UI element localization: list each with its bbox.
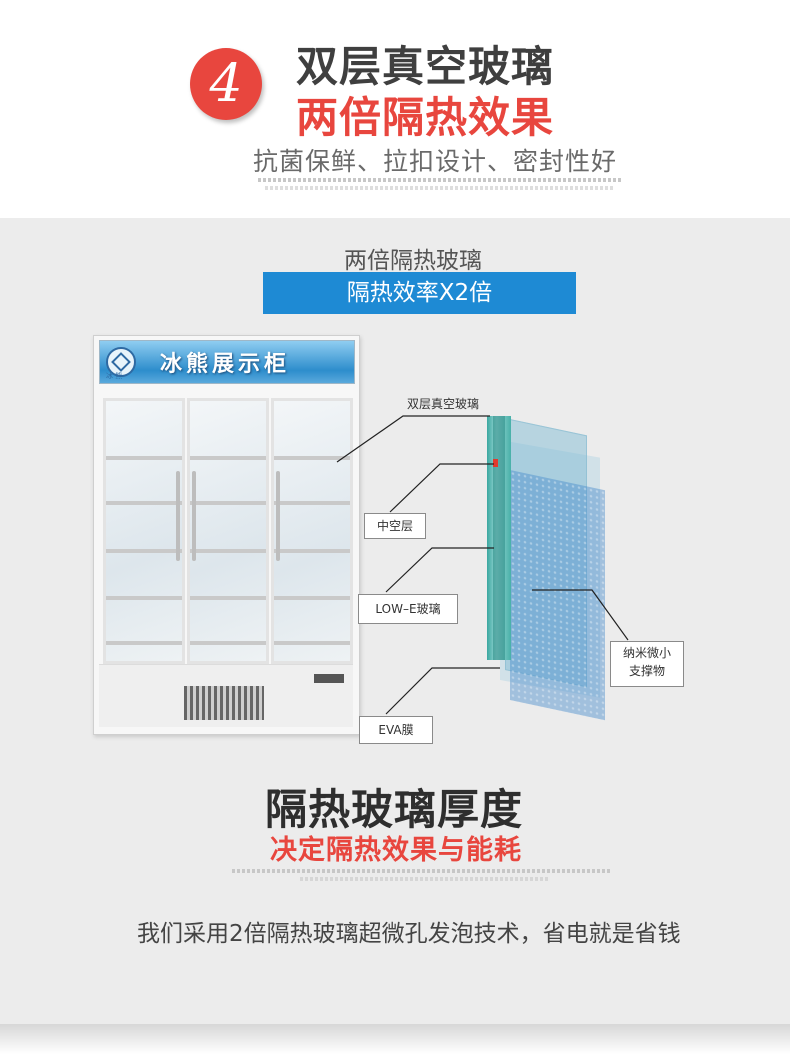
nano-support-layer: [510, 470, 605, 721]
fridge-door-middle: [187, 398, 269, 664]
callout-eva-film: EVA膜: [359, 716, 433, 744]
callout-double-vacuum-glass: 双层真空玻璃: [407, 397, 480, 411]
fridge-door-left: [103, 398, 185, 664]
technology-description: 我们采用2倍隔热玻璃超微孔发泡技术，省电就是省钱: [137, 921, 681, 947]
glass-label: 两倍隔热玻璃: [344, 248, 482, 274]
vent-grille: [184, 686, 264, 720]
title-line-2: 两倍隔热效果: [296, 93, 555, 142]
decorative-fine-text-2: [265, 186, 615, 190]
title-line-1: 双层真空玻璃: [296, 42, 555, 91]
brand-logo-icon: [106, 347, 136, 377]
brand-logo-text: 冰 熊: [106, 372, 123, 380]
callout-nano-support: 纳米微小 支撑物: [610, 641, 684, 687]
step-number-badge: 4: [190, 48, 262, 120]
seal-marker: [493, 459, 498, 467]
efficiency-banner: 隔热效率X2倍: [263, 272, 576, 314]
display-fridge-image: 冰 熊 冰熊展示柜: [93, 335, 360, 735]
callout-nano-support-line2: 支撑物: [628, 664, 665, 678]
fridge-brand-text: 冰熊展示柜: [160, 352, 291, 377]
temperature-display: [314, 674, 344, 683]
decorative-fine-text-3: [232, 869, 612, 873]
callout-nano-support-line1: 纳米微小: [622, 646, 671, 660]
hollow-gap: [493, 416, 505, 660]
thickness-subtitle: 决定隔热效果与能耗: [270, 835, 522, 866]
feature-subtitle: 抗菌保鲜、拉扣设计、密封性好: [253, 147, 618, 176]
decorative-fine-text-4: [300, 877, 550, 881]
fridge-sign: 冰 熊 冰熊展示柜: [99, 340, 355, 384]
panel-shadow: [0, 1024, 790, 1054]
thickness-title: 隔热玻璃厚度: [265, 785, 524, 834]
callout-hollow-layer: 中空层: [364, 513, 426, 539]
fridge-door-right: [271, 398, 353, 664]
decorative-fine-text-1: [258, 178, 623, 182]
callout-low-e-glass: LOW–E玻璃: [358, 594, 458, 624]
